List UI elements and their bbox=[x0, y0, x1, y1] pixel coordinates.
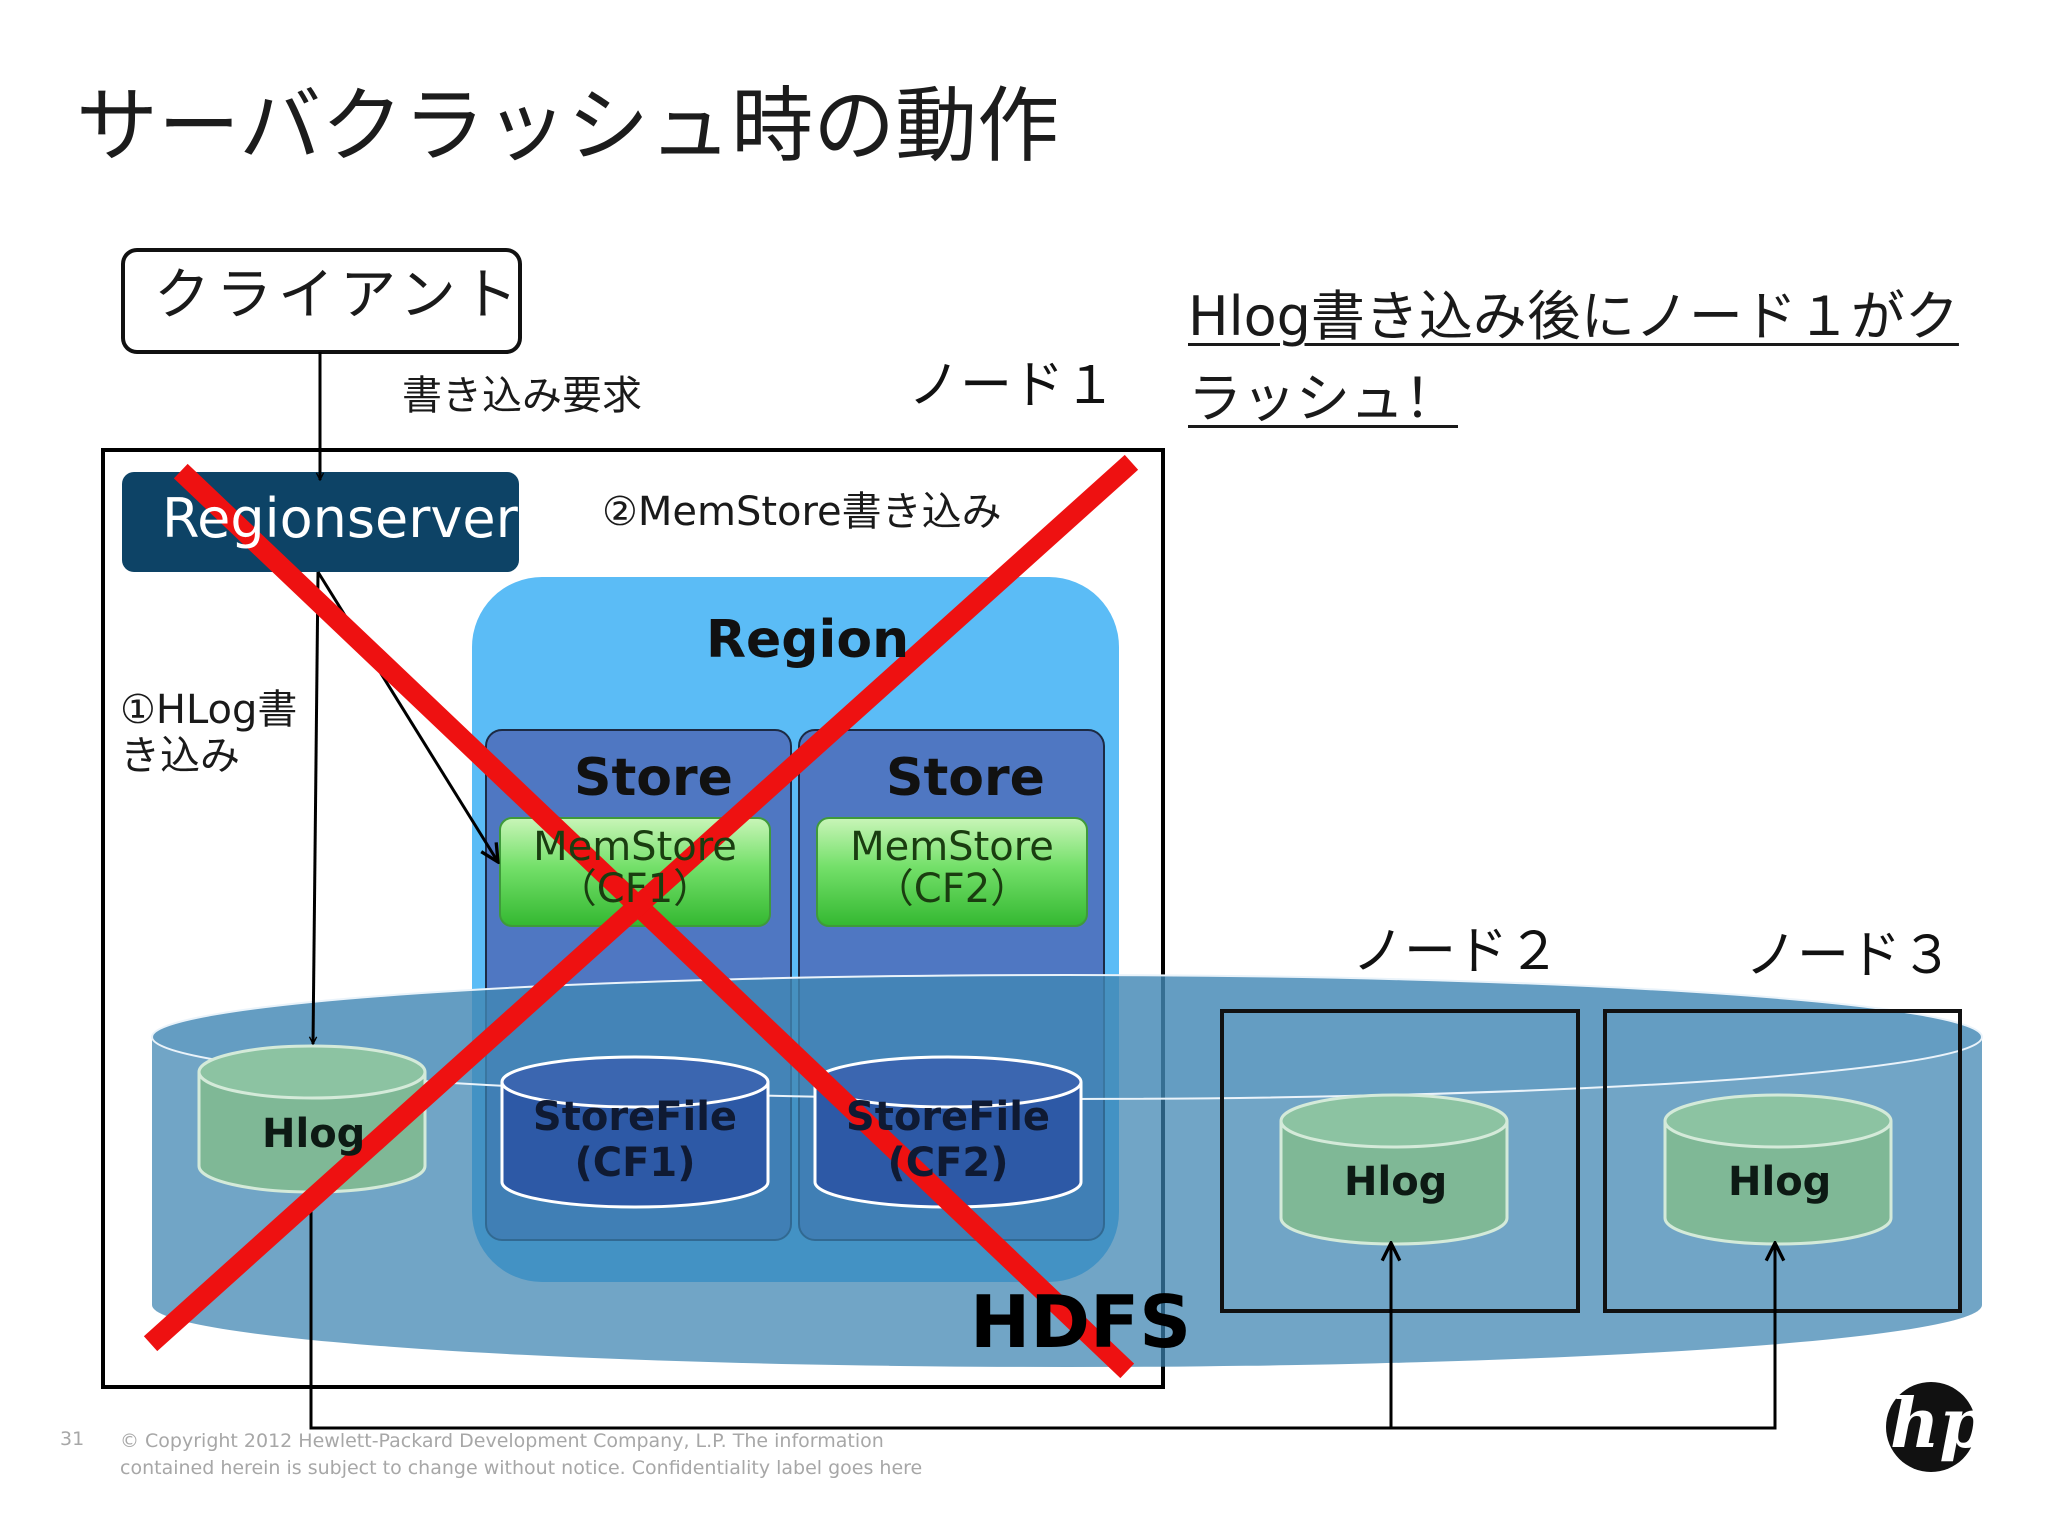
region-label: Region bbox=[706, 610, 910, 670]
storefile-1-line2: (CF1) bbox=[574, 1140, 696, 1186]
memstore-1-line1: MemStore bbox=[533, 824, 737, 870]
memstore-2-box bbox=[816, 817, 1088, 927]
node1-frame bbox=[101, 448, 1165, 1389]
storefile-1-label: StoreFile (CF1) bbox=[502, 1094, 768, 1186]
node3-frame bbox=[1603, 1009, 1962, 1313]
node2-frame bbox=[1220, 1009, 1580, 1313]
hlog-3-label: Hlog bbox=[1728, 1159, 1832, 1205]
crash-note-line1: Hlog書き込み後にノード１がク bbox=[1188, 285, 1959, 348]
hp-logo-text: hp bbox=[1890, 1384, 1987, 1464]
memstore-1-label: MemStore （CF1） bbox=[500, 826, 770, 910]
memstore-2-line1: MemStore bbox=[850, 824, 1054, 870]
memstore-2-label: MemStore （CF2） bbox=[817, 826, 1087, 910]
crash-note-line2: ラッシュ！ bbox=[1188, 367, 1458, 430]
memstore-2-line2: （CF2） bbox=[873, 866, 1031, 912]
hlog-write-step-label-line1: ①HLog書 bbox=[120, 687, 298, 733]
hlog-write-step-label-line2: き込み bbox=[120, 733, 240, 779]
page-title: サーバクラッシュ時の動作 bbox=[76, 79, 1060, 174]
copyright-line2: contained herein is subject to change wi… bbox=[120, 1456, 923, 1479]
hlog-2-cylinder bbox=[1279, 1093, 1509, 1246]
storefile-2-label: StoreFile (CF2) bbox=[815, 1094, 1081, 1186]
node1-label: ノード１ bbox=[908, 356, 1117, 416]
storefile-2-line2: (CF2) bbox=[887, 1140, 1009, 1186]
copyright-line1: © Copyright 2012 Hewlett-Packard Develop… bbox=[120, 1430, 884, 1452]
store-1-label: Store bbox=[574, 748, 733, 808]
hlog-2-label: Hlog bbox=[1344, 1159, 1448, 1205]
hlog-write-arrow bbox=[313, 571, 320, 1044]
memstore-1-line2: （CF1） bbox=[556, 866, 714, 912]
hlog-3-cylinder bbox=[1663, 1093, 1893, 1246]
node2-label: ノード２ bbox=[1352, 922, 1561, 982]
storefile-1-cylinder bbox=[500, 1055, 770, 1209]
memstore-write-step-label: ②MemStore書き込み bbox=[602, 489, 1002, 535]
node3-label: ノード３ bbox=[1745, 926, 1954, 986]
regionserver-label: Regionserver bbox=[162, 487, 518, 550]
storefile-2-line1: StoreFile bbox=[845, 1094, 1051, 1140]
storefile-2-cylinder bbox=[813, 1055, 1083, 1209]
crash-x-mark bbox=[143, 454, 1139, 1379]
hp-logo-circle bbox=[1886, 1382, 1976, 1472]
write-request-label: 書き込み要求 bbox=[402, 373, 642, 419]
copyright-notice: © Copyright 2012 Hewlett-Packard Develop… bbox=[120, 1428, 922, 1481]
page-number: 31 bbox=[60, 1428, 85, 1450]
client-label: クライアント bbox=[154, 263, 524, 328]
hdfs-label: HDFS bbox=[970, 1280, 1192, 1364]
hlog-1-label: Hlog bbox=[262, 1111, 366, 1157]
store-2-label: Store bbox=[886, 748, 1045, 808]
storefile-1-line1: StoreFile bbox=[532, 1094, 738, 1140]
replication-path bbox=[309, 1193, 1777, 1430]
